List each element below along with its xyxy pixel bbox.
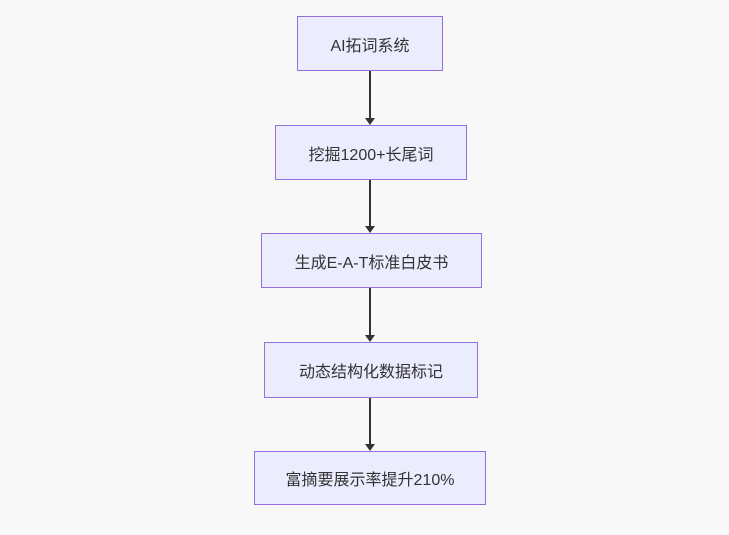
- flow-node-mine-longtail-keywords: 挖掘1200+长尾词: [275, 125, 467, 180]
- flow-node-generate-eat-whitepaper: 生成E-A-T标准白皮书: [261, 233, 482, 288]
- arrowhead-down-icon: [365, 226, 375, 233]
- flow-arrow-3: [364, 288, 376, 342]
- flow-node-dynamic-structured-data-markup: 动态结构化数据标记: [264, 342, 478, 398]
- flow-node-rich-snippet-rate-increase: 富摘要展示率提升210%: [254, 451, 486, 505]
- arrow-line: [369, 398, 371, 445]
- flow-node-label: 生成E-A-T标准白皮书: [294, 254, 449, 272]
- flow-arrow-4: [364, 398, 376, 451]
- flow-node-label: AI拓词系统: [330, 37, 410, 55]
- arrowhead-down-icon: [365, 335, 375, 342]
- arrow-line: [369, 71, 371, 119]
- arrow-line: [369, 288, 371, 336]
- arrowhead-down-icon: [365, 444, 375, 451]
- flow-node-label: 动态结构化数据标记: [298, 364, 443, 381]
- flow-arrow-2: [364, 180, 376, 233]
- flow-node-label: 挖掘1200+长尾词: [308, 146, 434, 164]
- flow-node-ai-word-expansion-system: AI拓词系统: [297, 16, 443, 71]
- arrow-line: [369, 180, 371, 227]
- flow-node-label: 富摘要展示率提升210%: [285, 472, 455, 489]
- arrowhead-down-icon: [365, 118, 375, 125]
- flow-arrow-1: [364, 71, 376, 125]
